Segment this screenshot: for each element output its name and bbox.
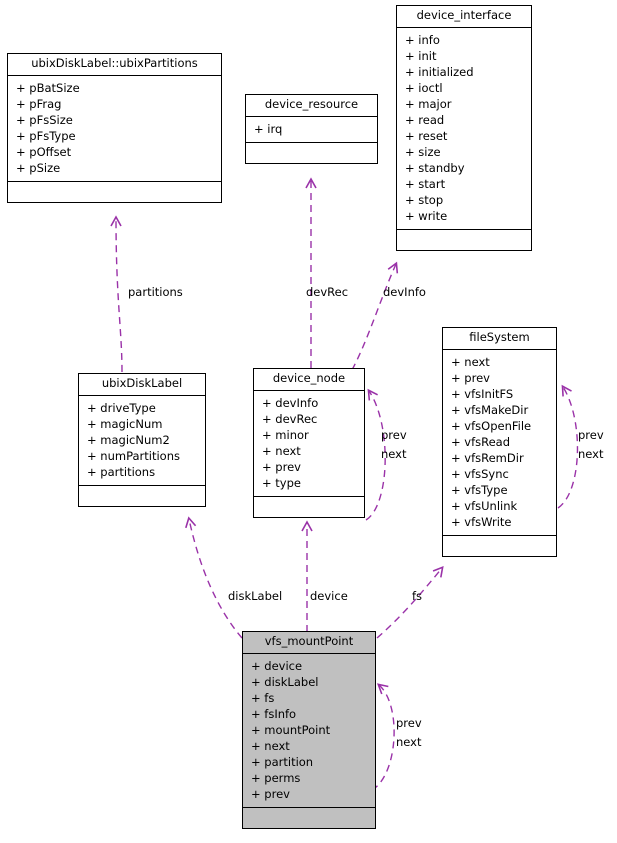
attribute-row: + pSize — [16, 160, 61, 175]
class-operations — [397, 230, 531, 250]
attribute-row: + mountPoint — [251, 722, 331, 737]
attribute-row: + type — [262, 475, 301, 490]
attribute-row: + vfsUnlink — [451, 498, 518, 513]
attribute-row: + write — [405, 208, 448, 223]
attribute-row: + start — [405, 176, 446, 191]
attribute-row: + irq — [254, 121, 283, 136]
attribute-row: + devRec — [262, 411, 318, 426]
attribute-row: + standby — [405, 160, 465, 175]
class-attributes: + irq — [246, 117, 377, 143]
attribute-row: + vfsWrite — [451, 514, 512, 529]
class-title: fileSystem — [443, 328, 556, 350]
edge-label-device: device — [310, 589, 348, 603]
attribute-row: + ioctl — [405, 80, 443, 95]
edge-label-devinfo: devInfo — [383, 285, 426, 299]
attribute-row: + device — [251, 658, 303, 673]
class-operations — [8, 182, 221, 202]
edge-label-partitions: partitions — [128, 285, 183, 299]
attribute-row: + perms — [251, 770, 301, 785]
edge-label-devrec: devRec — [306, 285, 349, 299]
attribute-row: + pBatSize — [16, 80, 80, 95]
class-title: device_resource — [246, 95, 377, 117]
attribute-row: + prev — [451, 370, 490, 385]
attribute-row: + info — [405, 32, 440, 47]
class-attributes: + device + diskLabel + fs + fsInfo + mou… — [243, 654, 375, 808]
edge-label-devnode-prev: prev — [381, 428, 407, 442]
attribute-row: + prev — [251, 786, 290, 801]
class-attributes: + info + init + initialized + ioctl + ma… — [397, 28, 531, 230]
attribute-row: + size — [405, 144, 441, 159]
attribute-row: + devInfo — [262, 395, 319, 410]
attribute-row: + fs — [251, 690, 275, 705]
edge-label-filesystem-next: next — [578, 447, 604, 461]
attribute-row: + reset — [405, 128, 448, 143]
attribute-row: + vfsType — [451, 482, 508, 497]
class-attributes: + driveType + magicNum + magicNum2 + num… — [79, 396, 205, 486]
class-box-device-interface[interactable]: device_interface + info + init + initial… — [396, 5, 532, 251]
edge-disklabel — [185, 516, 243, 639]
attribute-row: + init — [405, 48, 437, 63]
edge-partitions — [110, 215, 123, 373]
class-operations — [79, 486, 205, 506]
attribute-row: + minor — [262, 427, 309, 442]
attribute-row: + read — [405, 112, 445, 127]
edge-label-fs: fs — [412, 589, 423, 603]
class-attributes: + devInfo + devRec + minor + next + prev… — [254, 391, 364, 497]
attribute-row: + vfsRemDir — [451, 450, 524, 465]
attribute-row: + initialized — [405, 64, 474, 79]
attribute-row: + next — [251, 738, 290, 753]
attribute-row: + vfsInitFS — [451, 386, 514, 401]
attribute-row: + diskLabel — [251, 674, 319, 689]
edge-label-disklabel: diskLabel — [228, 589, 283, 603]
class-box-device-resource[interactable]: device_resource + irq — [245, 94, 378, 164]
class-attributes: + next + prev + vfsInitFS + vfsMakeDir +… — [443, 350, 556, 536]
attribute-row: + pFsSize — [16, 112, 73, 127]
attribute-row: + driveType — [87, 400, 156, 415]
edge-devinfo — [351, 261, 399, 371]
attribute-row: + partitions — [87, 464, 156, 479]
attribute-row: + stop — [405, 192, 444, 207]
attribute-row: + numPartitions — [87, 448, 180, 463]
attribute-row: + vfsSync — [451, 466, 509, 481]
class-title: ubixDiskLabel — [79, 374, 205, 396]
edge-label-filesystem-prev: prev — [578, 428, 604, 442]
attribute-row: + magicNum2 — [87, 432, 170, 447]
class-title: vfs_mountPoint — [243, 632, 375, 654]
class-box-device-node[interactable]: device_node + devInfo + devRec + minor +… — [253, 368, 365, 518]
class-box-file-system[interactable]: fileSystem + next + prev + vfsInitFS + v… — [442, 327, 557, 557]
class-title: ubixDiskLabel::ubixPartitions — [8, 54, 221, 76]
class-box-ubix-partitions[interactable]: ubixDiskLabel::ubixPartitions + pBatSize… — [7, 53, 222, 203]
edge-label-mountpoint-next: next — [396, 735, 422, 749]
edge-fs — [376, 565, 444, 639]
class-operations — [243, 808, 375, 828]
attribute-row: + major — [405, 96, 452, 111]
class-title: device_node — [254, 369, 364, 391]
class-operations — [254, 497, 364, 517]
class-operations — [443, 536, 556, 556]
attribute-row: + vfsRead — [451, 434, 511, 449]
attribute-row: + next — [262, 443, 301, 458]
edge-filesystem-self — [557, 384, 579, 509]
attribute-row: + next — [451, 354, 490, 369]
attribute-row: + magicNum — [87, 416, 163, 431]
attribute-row: + pFsType — [16, 128, 76, 143]
attribute-row: + fsInfo — [251, 706, 297, 721]
class-box-ubix-disk-label[interactable]: ubixDiskLabel + driveType + magicNum + m… — [78, 373, 206, 507]
attribute-row: + vfsMakeDir — [451, 402, 529, 417]
edge-label-devnode-next: next — [381, 447, 407, 461]
edge-label-mountpoint-prev: prev — [396, 716, 422, 730]
attribute-row: + prev — [262, 459, 301, 474]
attribute-row: + vfsOpenFile — [451, 418, 532, 433]
class-title: device_interface — [397, 6, 531, 28]
attribute-row: + partition — [251, 754, 314, 769]
class-attributes: + pBatSize + pFrag + pFsSize + pFsType +… — [8, 76, 221, 182]
class-box-vfs-mountpoint[interactable]: vfs_mountPoint + device + diskLabel + fs… — [242, 631, 376, 829]
class-operations — [246, 143, 377, 163]
attribute-row: + pFrag — [16, 96, 62, 111]
attribute-row: + pOffset — [16, 144, 72, 159]
